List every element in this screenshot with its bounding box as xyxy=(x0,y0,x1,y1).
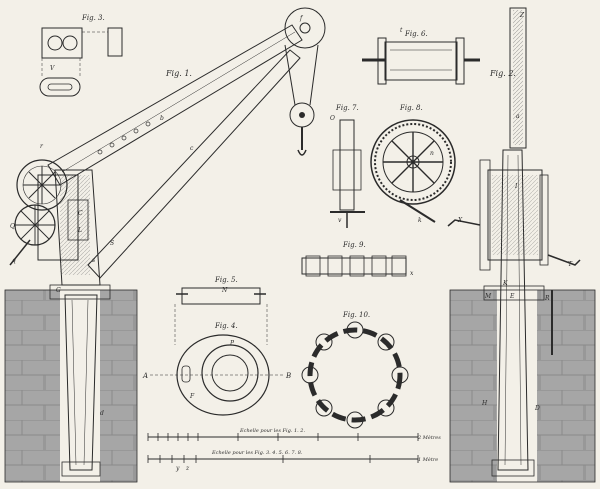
letter-d: d xyxy=(100,410,104,417)
fig10-ring xyxy=(301,321,409,429)
letter-Q: Q xyxy=(10,223,15,230)
letter-c: c xyxy=(190,145,194,152)
fig7-detail xyxy=(330,119,365,228)
letter-f: f xyxy=(299,15,304,22)
fig3-detail xyxy=(39,27,123,97)
letter-Z: Z xyxy=(519,12,525,19)
fig4-base-ring xyxy=(150,304,285,416)
fig5-label: Fig. 5. xyxy=(214,276,238,284)
letter-s: s xyxy=(92,257,95,264)
letter-A: A xyxy=(142,372,148,380)
letter-V: V xyxy=(50,65,55,72)
letter-P: P xyxy=(229,340,235,347)
letter-B: B xyxy=(285,372,291,380)
letter-t: t xyxy=(400,27,403,34)
letter-N: N xyxy=(221,287,228,294)
fig5-ring-side xyxy=(176,287,266,305)
fig4-label: Fig. 4. xyxy=(214,322,238,330)
fig9-chain xyxy=(301,255,407,277)
letter-M: M xyxy=(484,293,492,300)
letter-k: k xyxy=(418,217,422,224)
letter-E: E xyxy=(509,293,515,300)
letter-y: y xyxy=(175,465,180,472)
letter-X: X xyxy=(457,217,463,224)
letter-a: a xyxy=(516,113,520,120)
right-foundation xyxy=(449,289,596,483)
letter-S: S xyxy=(110,240,114,247)
letter-v: v xyxy=(338,217,342,224)
scale1-end: 2 Mètres xyxy=(417,434,441,441)
letter-K: K xyxy=(502,280,508,287)
letter-n: n xyxy=(430,150,434,157)
fig6-label: Fig. 6. xyxy=(404,30,428,38)
left-foundation xyxy=(4,289,138,483)
fig9-label: Fig. 9. xyxy=(342,241,366,249)
scale2-caption: Echelle pour les Fig. 3. 4. 5. 6. 7. 8. xyxy=(211,450,303,456)
letter-r: r xyxy=(40,143,44,150)
letter-x: x xyxy=(410,270,414,277)
letter-z: z xyxy=(185,465,190,472)
fig7-label: Fig. 7. xyxy=(335,104,359,112)
letter-q: q xyxy=(12,257,16,264)
letter-G: G xyxy=(56,287,61,294)
scale-bars xyxy=(147,433,419,463)
fig8-gear xyxy=(370,119,456,223)
letter-C: C xyxy=(78,210,83,217)
scale2-end: 1 Mètre xyxy=(418,456,438,463)
letter-D: D xyxy=(534,405,540,412)
fig2-label: Fig. 2. xyxy=(489,69,516,78)
fig6-drum xyxy=(362,37,480,85)
scale1-caption: Echelle pour les Fig. 1. 2. xyxy=(239,428,305,434)
letter-R: R xyxy=(544,295,550,302)
letter-T: T xyxy=(568,261,573,268)
letter-O: O xyxy=(330,115,335,122)
fig3-label: Fig. 3. xyxy=(81,14,105,22)
letter-F: F xyxy=(189,393,195,400)
fig1-label: Fig. 1. xyxy=(165,69,192,78)
letter-H: H xyxy=(481,400,488,407)
fig10-label: Fig. 10. xyxy=(342,311,370,319)
letter-L: L xyxy=(77,227,82,234)
fig2-crane-front xyxy=(447,7,581,477)
letter-I: I xyxy=(514,183,518,190)
fig1-crane xyxy=(9,7,326,477)
letter-b: b xyxy=(160,115,164,122)
fig8-label: Fig. 8. xyxy=(399,104,423,112)
